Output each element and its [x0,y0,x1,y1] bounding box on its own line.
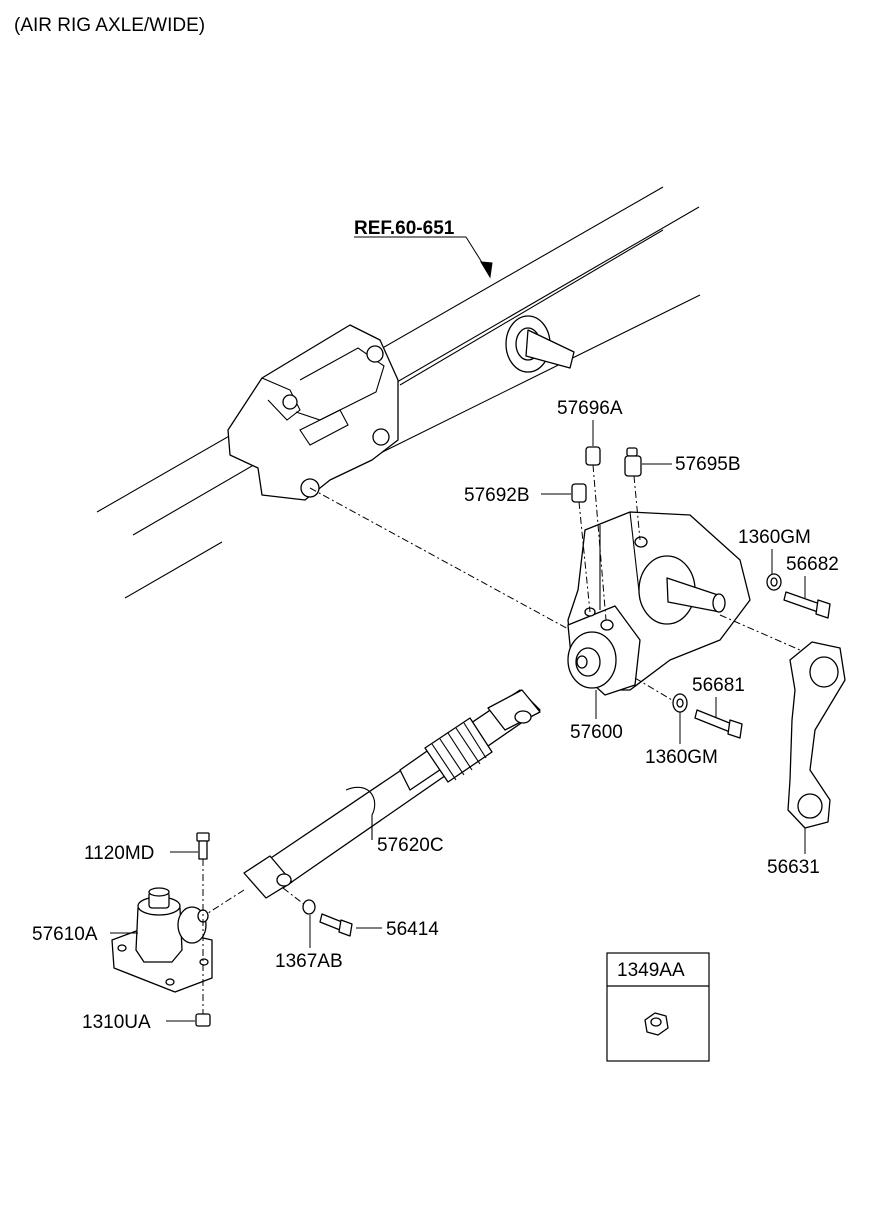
label-57600: 57600 [570,690,623,743]
label-1310UA: 1310UA [82,1012,195,1033]
inset-1349AA: 1349AA [606,952,710,1062]
svg-text:56682: 56682 [786,554,839,575]
svg-text:1360GM: 1360GM [738,527,811,548]
washer-centerline [634,677,673,701]
label-56631: 56631 [767,828,820,878]
label-57692B: 57692B [464,485,571,506]
bolt-56681 [694,709,743,739]
svg-text:57692B: 57692B [464,485,530,506]
svg-text:1120MD: 1120MD [84,843,154,864]
nut-icon [644,1012,669,1036]
pitman-arm [719,614,846,829]
svg-text:1310UA: 1310UA [82,1012,151,1033]
label-1120MD: 1120MD [84,843,198,864]
rail-stud [505,315,575,373]
frame-bracket [227,324,399,501]
shaft-washer-centerline [282,887,306,906]
label-57620C: 57620C [377,835,444,856]
label-56682: 56682 [786,554,839,598]
svg-text:57610A: 57610A [32,924,98,945]
reference-callout: REF.60-651 [354,218,493,279]
bolt-1120MD [196,832,210,1015]
reference-label: REF.60-651 [354,218,455,239]
steering-shaft [243,689,541,899]
svg-text:56414: 56414 [386,919,439,940]
label-1360GM-top: 1360GM [738,527,811,574]
label-57696A: 57696A [557,398,623,446]
bolt-56414 [319,913,353,937]
washer-1360GM-bottom [672,693,688,713]
svg-text:57600: 57600 [570,722,623,743]
washer-1367AB [302,899,316,915]
label-1367AB: 1367AB [275,915,343,972]
svg-text:57620C: 57620C [377,835,444,856]
bolt-56682 [783,591,831,619]
label-56681: 56681 [692,675,745,718]
diagram-title: (AIR RIG AXLE/WIDE) [14,15,205,36]
lower-gear-57610A [111,887,213,993]
label-57695B: 57695B [642,454,741,475]
svg-text:57696A: 57696A [557,398,623,419]
svg-text:1360GM: 1360GM [645,747,718,768]
fitting-57696A [585,446,607,621]
inset-label: 1349AA [617,960,685,981]
label-57610A: 57610A [32,924,138,945]
svg-text:56631: 56631 [767,857,820,878]
fitting-57692B [571,483,591,613]
bracket-centerline [309,487,571,631]
shaft-centerline [204,889,245,916]
svg-text:57695B: 57695B [675,454,741,475]
svg-text:56681: 56681 [692,675,745,696]
washer-1360GM-top [766,573,782,591]
fitting-57695B [624,447,642,541]
nut-1310UA [195,1013,211,1027]
label-1360GM-bottom: 1360GM [645,712,718,768]
label-56414: 56414 [356,919,439,940]
svg-text:1367AB: 1367AB [275,951,343,972]
steering-gear-box [567,511,751,696]
